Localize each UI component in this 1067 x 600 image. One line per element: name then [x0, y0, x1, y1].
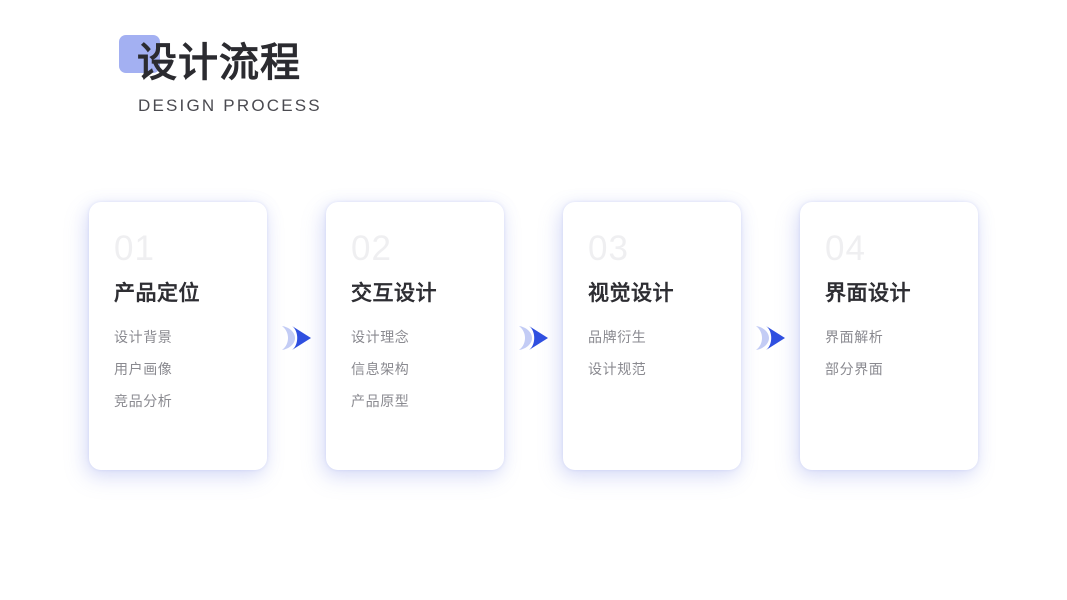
step-number: 02	[351, 229, 392, 268]
double-chevron-right-icon	[517, 324, 553, 352]
process-card-4[interactable]: 04 界面设计 界面解析 部分界面	[800, 202, 978, 470]
list-item: 用户画像	[114, 361, 173, 377]
page-header: 设计流程 DESIGN PROCESS	[119, 30, 639, 130]
list-item: 设计规范	[588, 361, 647, 377]
list-item: 界面解析	[825, 329, 884, 345]
list-item: 品牌衍生	[588, 329, 647, 345]
process-card-2[interactable]: 02 交互设计 设计理念 信息架构 产品原型	[326, 202, 504, 470]
process-card-1[interactable]: 01 产品定位 设计背景 用户画像 竞品分析	[89, 202, 267, 470]
step-number: 01	[114, 229, 155, 268]
step-item-list: 设计理念 信息架构 产品原型	[351, 330, 409, 426]
list-item: 部分界面	[825, 361, 884, 377]
step-title: 视觉设计	[588, 282, 674, 305]
step-title: 产品定位	[114, 282, 200, 305]
double-chevron-right-icon	[280, 324, 316, 352]
page-title: 设计流程	[137, 41, 301, 85]
process-card-3[interactable]: 03 视觉设计 品牌衍生 设计规范	[563, 202, 741, 470]
list-item: 设计背景	[114, 329, 173, 345]
step-number: 04	[825, 229, 866, 268]
accent-square-decoration	[119, 35, 160, 73]
list-item: 设计理念	[351, 329, 410, 345]
double-chevron-right-icon	[754, 324, 790, 352]
step-item-list: 设计背景 用户画像 竞品分析	[114, 330, 172, 426]
step-title: 交互设计	[351, 282, 437, 305]
step-title: 界面设计	[825, 282, 911, 305]
step-item-list: 品牌衍生 设计规范	[588, 330, 646, 394]
step-item-list: 界面解析 部分界面	[825, 330, 883, 394]
page-subtitle: DESIGN PROCESS	[138, 96, 322, 115]
list-item: 产品原型	[351, 393, 410, 409]
list-item: 竞品分析	[114, 393, 173, 409]
step-number: 03	[588, 229, 629, 268]
list-item: 信息架构	[351, 361, 410, 377]
